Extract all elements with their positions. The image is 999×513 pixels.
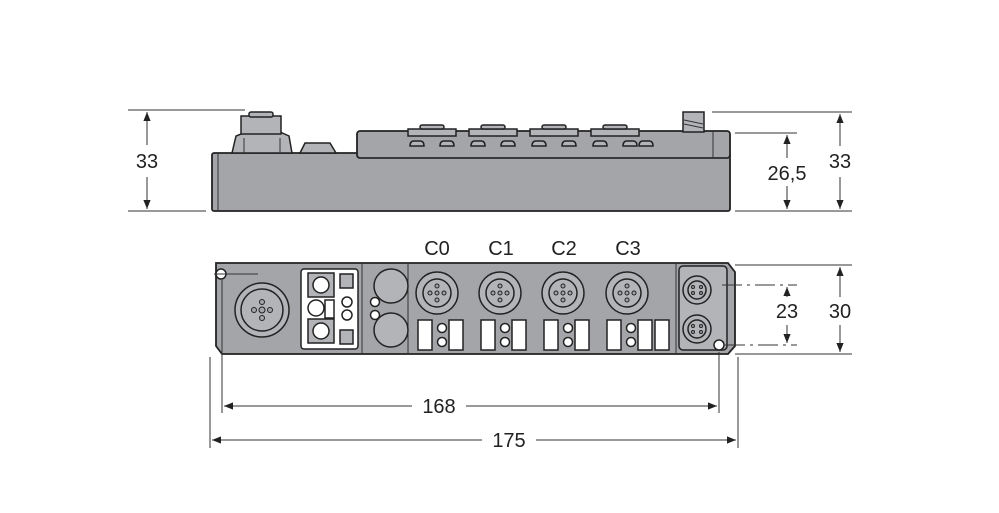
port-c3 xyxy=(605,271,649,315)
front-view: C0 C1 C2 C3 23 30 168 175 xyxy=(209,238,852,452)
dim-hole-spacing: 168 xyxy=(422,396,455,418)
channel-label-c2: C2 xyxy=(551,238,577,260)
port-c2 xyxy=(541,271,585,315)
port-c1 xyxy=(478,271,522,315)
power-connector-side xyxy=(231,111,293,154)
status-leds xyxy=(369,268,409,348)
dim-front-inner-height: 23 xyxy=(776,301,798,323)
m8-ports xyxy=(682,275,712,344)
led-windows-side xyxy=(409,140,654,147)
dim-length: 175 xyxy=(492,430,525,452)
m12-ports xyxy=(415,271,649,315)
channel-label-c3: C3 xyxy=(615,238,641,260)
channel-label-c0: C0 xyxy=(424,238,450,260)
dim-side-module-height: 26,5 xyxy=(768,163,807,185)
address-switch-panel xyxy=(300,268,359,350)
dim-side-height-right: 33 xyxy=(829,151,851,173)
channel-label-c1: C1 xyxy=(488,238,514,260)
dim-front-height: 30 xyxy=(829,301,851,323)
side-view: 33 26,5 33 xyxy=(128,109,852,212)
port-c0 xyxy=(415,271,459,315)
m12-connectors-side xyxy=(407,124,640,137)
dim-side-height-left: 33 xyxy=(136,151,158,173)
label-windows xyxy=(417,319,670,351)
power-connector xyxy=(234,282,290,338)
m8-connector-side xyxy=(682,111,705,133)
